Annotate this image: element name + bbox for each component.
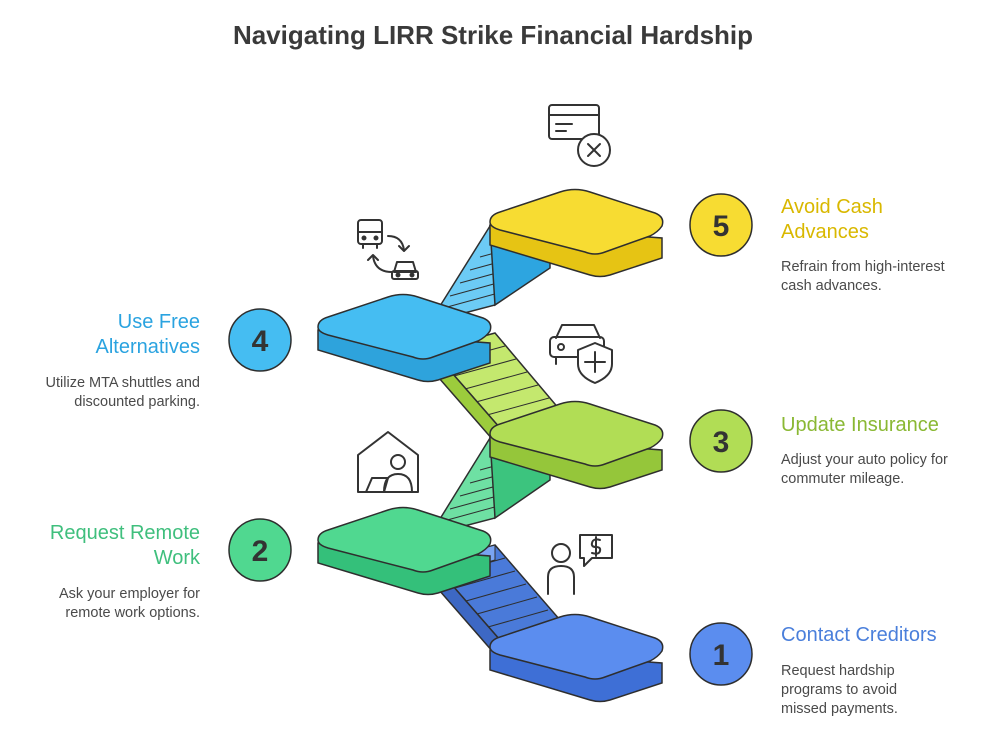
step-5-number: 5: [713, 210, 730, 243]
step-2-number: 2: [252, 535, 269, 568]
step-4-badge: 4: [228, 308, 292, 372]
platform-5: [489, 188, 664, 278]
step-4-description: Utilize MTA shuttles and discounted park…: [45, 375, 200, 410]
step-1-title: Contact Creditors: [781, 624, 937, 646]
home-office-icon: [357, 431, 419, 493]
bus-car-swap-icon: [357, 219, 419, 280]
person-dollar-icon: [547, 534, 613, 595]
platform-4: [317, 293, 492, 383]
step-4-number: 4: [252, 325, 269, 358]
step-3-number: 3: [713, 426, 730, 459]
platform-1: [489, 613, 664, 703]
step-1-description: Request hardship programs to avoid misse…: [781, 663, 898, 717]
step-5-title: Avoid Cash Advances: [781, 196, 883, 243]
step-3-badge: 3: [689, 409, 753, 473]
platform-2: [317, 506, 492, 596]
step-2-description: Ask your employer for remote work option…: [58, 586, 200, 621]
step-2-title: Request Remote Work: [49, 522, 200, 569]
card-cancel-icon: [548, 104, 611, 167]
step-3-description: Adjust your auto policy for commuter mil…: [781, 452, 948, 487]
step-1-badge: 1: [689, 622, 753, 686]
step-4-title: Use Free Alternatives: [95, 311, 201, 358]
step-3-title: Update Insurance: [781, 414, 939, 436]
step-5-badge: 5: [689, 193, 753, 257]
step-5-description: Refrain from high-interest cash advances…: [781, 259, 945, 294]
step-1-number: 1: [713, 639, 730, 672]
diagram-title: Navigating LIRR Strike Financial Hardshi…: [232, 20, 754, 50]
step-2-badge: 2: [228, 518, 292, 582]
platform-3: [489, 400, 664, 490]
car-insurance-icon: [549, 324, 613, 384]
